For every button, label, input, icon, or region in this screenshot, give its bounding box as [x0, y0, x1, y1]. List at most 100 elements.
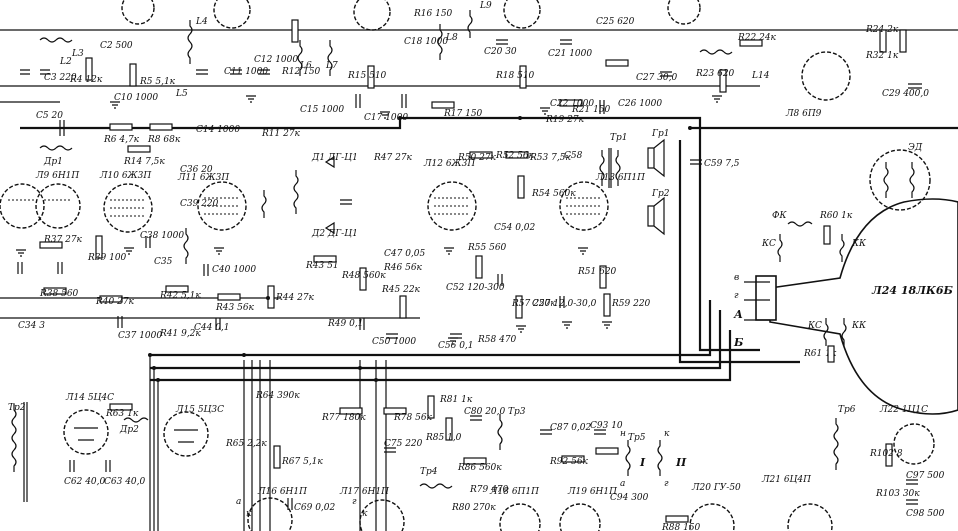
label-c14: C14 1000 — [196, 125, 240, 135]
label-c98: C98 500 — [906, 509, 945, 519]
choke-dr1 — [39, 145, 73, 151]
label-c3: C3 220 — [44, 73, 77, 83]
resistor-r32 — [899, 29, 907, 53]
resistor-r55 — [475, 255, 483, 279]
lamp-17-label: Л17 6Н1П — [339, 487, 389, 497]
resistor-r53 — [505, 151, 529, 159]
tr5-label: Тр5 — [628, 433, 646, 443]
label-r88: R88 150 — [661, 523, 701, 531]
label-r24: R24 2к — [865, 25, 899, 35]
coil-l14 — [699, 49, 733, 55]
coil-l7 — [327, 40, 333, 76]
label-r77: R77 180к — [321, 413, 366, 423]
coil-l16 — [183, 228, 189, 264]
coil-fk-label: ФК — [772, 211, 787, 221]
choke-dr2-label: Др2 — [119, 425, 139, 435]
resistor-r52 — [469, 151, 493, 159]
label-c18: C18 1000 — [404, 37, 448, 47]
label-c12: C12 1000 — [254, 55, 298, 65]
label-r22: R22 24к — [737, 33, 777, 43]
resistor-r81 — [427, 395, 435, 419]
diode-d1-label: Д1 ДГ-Ц1 — [311, 153, 358, 163]
label-c20: C20 30 — [484, 47, 517, 57]
tube-lamp-9b — [35, 183, 81, 229]
crt-tube — [769, 198, 958, 415]
label-r4: R4 12к — [69, 75, 103, 85]
tube-lamp-11 — [197, 181, 247, 231]
lamp-15-label: Л15 5Ц3С — [175, 405, 224, 415]
resistor-r14 — [127, 145, 151, 153]
label-roman-2: II — [675, 456, 687, 469]
label-r50: R50 27к — [457, 153, 497, 163]
label-r67: R67 5,1к — [281, 457, 323, 467]
pin-label-2: к — [246, 509, 252, 519]
label-c40: C40 1000 — [212, 265, 256, 275]
label-l4: L4 — [195, 17, 208, 27]
label-c39: C39 220 — [180, 199, 219, 209]
resistor-r39 — [95, 235, 103, 259]
coil-kc-bot-label: КС — [807, 321, 822, 331]
tr5-coil-b — [657, 440, 663, 476]
label-r40: R40 27к — [95, 297, 135, 307]
label-r57: R57 220к — [511, 299, 556, 309]
coil-kk-top-label: КК — [851, 239, 867, 249]
label-c15: C15 1000 — [300, 105, 344, 115]
junction-dots — [148, 116, 692, 382]
label-r102: R102 8 — [869, 449, 903, 459]
label-r5: R5 5,1к — [139, 77, 176, 87]
lamp-19-label: Л19 6Н1П — [567, 487, 617, 497]
tube-top-3 — [353, 0, 391, 31]
crt-label: Л24 18ЛК6Б — [871, 284, 954, 297]
speaker-gr2-label: Гр2 — [651, 189, 670, 199]
label-l7: L7 — [325, 61, 338, 71]
label-c17: C17 1000 — [364, 113, 408, 123]
ed-unit — [869, 149, 931, 211]
lamp-21-label: Л21 6Ц4П — [761, 475, 811, 485]
label-c27: C27 30,0 — [636, 73, 678, 83]
lamp-9-label: Л9 6Н1П — [35, 171, 79, 181]
resistor-r54 — [517, 175, 525, 199]
label-r79: R79 470 — [469, 485, 509, 495]
tube-lamp-12 — [427, 181, 477, 231]
label-r45: R45 22к — [381, 285, 421, 295]
coil-kc-bot — [823, 318, 829, 346]
tube-lamp-22 — [893, 423, 935, 465]
label-r19: R19 27к — [545, 115, 585, 125]
pin-label-8: г — [664, 479, 669, 489]
tube-lamp-8 — [801, 51, 851, 101]
coil-kc-top — [777, 234, 783, 262]
label-c47: C47 0,05 — [384, 249, 426, 259]
resistor-r59 — [603, 293, 611, 317]
label-r47: R47 27к — [373, 153, 413, 163]
component-labels: C2 500 C3 220 R4 12к R5 5,1к R6 4,7к R8 … — [18, 1, 945, 531]
tube-lamp-19 — [559, 503, 601, 531]
label-c44: C44 0,1 — [194, 323, 230, 333]
tr2-coil — [11, 404, 17, 472]
label-c22: C22 1000 — [550, 99, 594, 109]
lamp-14-label: Л14 5Ц4С — [65, 393, 114, 403]
label-r21: R21 150 — [571, 105, 611, 115]
resistor-r61 — [827, 345, 835, 363]
resistor-r6 — [109, 123, 133, 131]
resistor-r5 — [129, 63, 137, 87]
label-r81: R81 1к — [439, 395, 473, 405]
label-r16: R16 150 — [413, 9, 453, 19]
resistor-r60 — [823, 225, 831, 245]
label-roman-1: I — [639, 456, 646, 469]
label-r12: R12 150 — [281, 67, 321, 77]
tr4-label: Тр4 — [420, 467, 438, 477]
tube-top-4 — [503, 0, 541, 29]
middle-stage: Л9 6Н1П Л10 6Ж3П Л11 6Ж3П Л12 6Ж3П Л13 6… — [0, 116, 958, 382]
lamp-11-label: Л11 6Ж3П — [177, 173, 229, 183]
label-l8: L8 — [445, 33, 458, 43]
label-c57: C57 12,0-30,0 — [532, 299, 597, 309]
resistor-r22b — [739, 39, 763, 47]
crt-terminal-b: Б — [733, 336, 744, 349]
pin-label-5: н — [620, 429, 626, 439]
label-r6: R6 4,7к — [103, 135, 140, 145]
tube-lamp-10 — [103, 183, 153, 233]
resistor-r22 — [605, 59, 629, 67]
resistor-r17 — [431, 101, 455, 109]
label-r38: R38 560 — [39, 289, 79, 299]
label-r65: R65 2,2к — [225, 439, 267, 449]
